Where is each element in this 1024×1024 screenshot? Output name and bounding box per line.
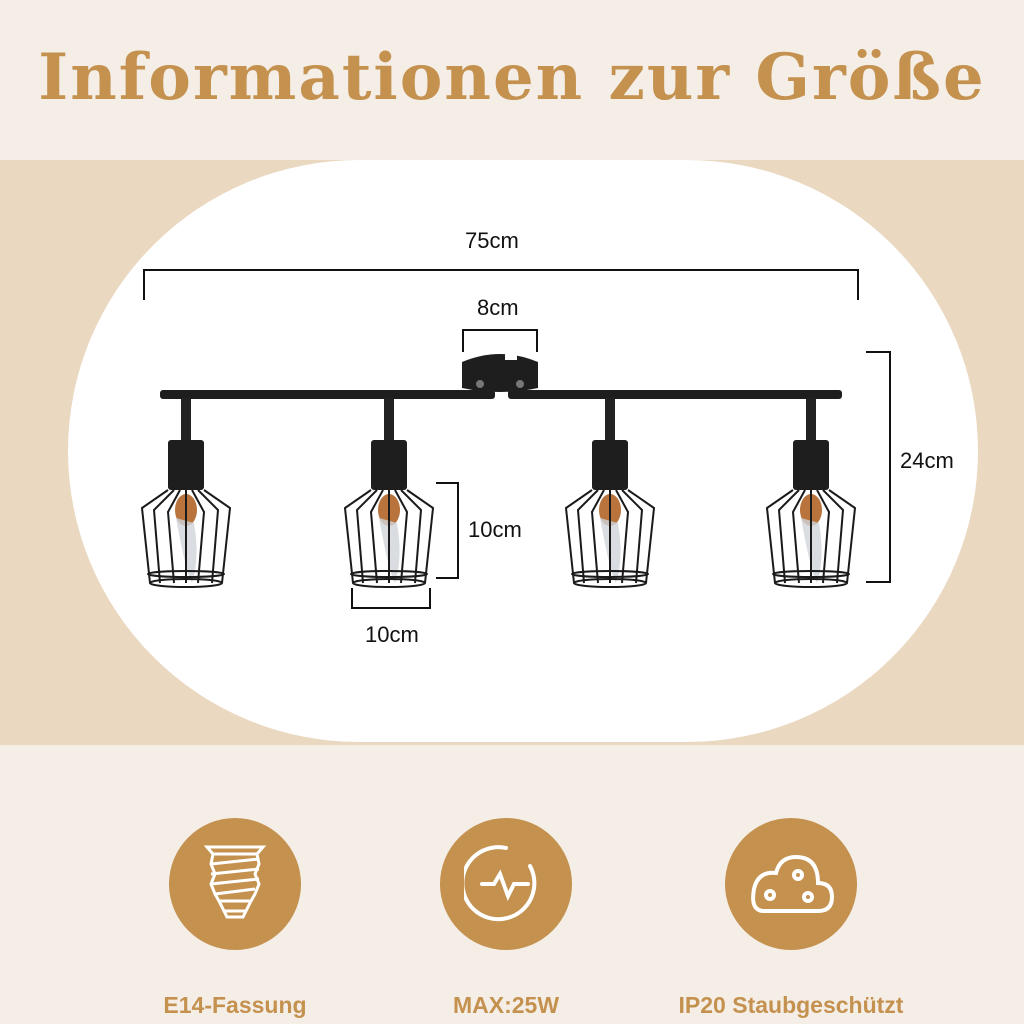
bulb-socket-icon — [169, 818, 301, 950]
dust-cloud-icon — [725, 818, 857, 950]
feature-power: MAX:25W — [356, 818, 656, 1019]
feature-socket: E14-Fassung — [85, 818, 385, 1019]
feature-dust-protection: IP20 Staubgeschützt — [641, 818, 941, 1019]
canopy — [462, 354, 538, 392]
dimension-lines — [143, 269, 891, 609]
feature-label: MAX:25W — [452, 992, 560, 1018]
dimension-shade-width: 10cm — [365, 622, 419, 647]
dimension-total-width: 75cm — [465, 228, 519, 253]
lamp-bar-left — [160, 390, 495, 399]
power-pulse-icon — [440, 818, 572, 950]
dimension-canopy-width: 8cm — [477, 295, 519, 320]
feature-label: IP20 Staubgeschützt — [678, 992, 904, 1018]
lamp-bar-right — [508, 390, 842, 399]
dimension-height: 24cm — [900, 448, 954, 473]
page-title: Informationen zur Größe — [38, 40, 986, 115]
dimension-shade-height: 10cm — [468, 517, 522, 542]
feature-label: E14-Fassung — [163, 992, 307, 1018]
